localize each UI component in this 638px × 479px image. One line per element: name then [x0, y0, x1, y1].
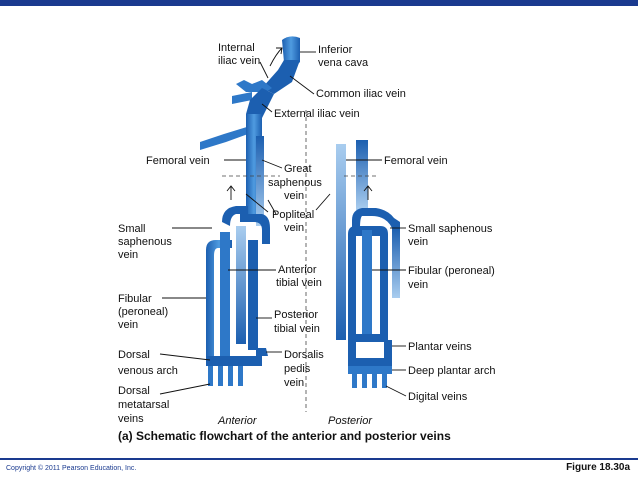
posterior-tibial-loop: [348, 226, 388, 342]
label-fibular-left-1: Fibular: [118, 293, 152, 305]
label-great-saph-3: vein: [284, 190, 304, 202]
label-femoral-right: Femoral vein: [384, 155, 448, 167]
label-dorsal-venous-2: venous arch: [118, 365, 178, 377]
label-inferior-vc-2: vena cava: [318, 57, 369, 69]
label-dorsal-metatarsal-3: veins: [118, 413, 144, 425]
flow-arrow-posterior: [363, 185, 373, 200]
anterior-veins: [200, 36, 300, 386]
label-posterior: Posterior: [328, 415, 373, 427]
anterior-digit-1: [208, 366, 213, 386]
anterior-tibial-shape: [236, 226, 246, 344]
top-accent-bar: [0, 0, 638, 6]
plantar-veins-shape: [348, 340, 392, 366]
label-dorsal-metatarsal-1: Dorsal: [118, 385, 150, 397]
label-small-saph-right-2: vein: [408, 236, 428, 248]
label-great-saph-2: saphenous: [268, 177, 322, 189]
dorsal-venous-arch-shape: [206, 356, 262, 366]
label-common-iliac: Common iliac vein: [316, 88, 406, 100]
label-inferior-vc-1: Inferior: [318, 44, 353, 56]
label-great-saph-1: Great: [284, 163, 312, 175]
label-dorsalis-pedis-1: Dorsalis: [284, 349, 324, 361]
copyright-notice: Copyright © 2011 Pearson Education, Inc.: [6, 465, 137, 472]
label-femoral-left: Femoral vein: [146, 155, 210, 167]
small-saphenous-posterior-shape: [364, 208, 400, 230]
anterior-digit-4: [238, 366, 243, 386]
femoral-vein-posterior-shape: [356, 140, 368, 210]
fibular-anterior-shape: [220, 232, 230, 360]
bottom-accent-bar: [0, 458, 638, 460]
label-posterior-tibial-1: Posterior: [274, 309, 318, 321]
label-dorsalis-pedis-2: pedis: [284, 363, 311, 375]
posterior-tibial-shape: [248, 240, 258, 350]
great-saphenous-shape: [256, 136, 264, 226]
label-anterior-tibial-2: tibial vein: [276, 277, 322, 289]
figure-caption: (a) Schematic flowchart of the anterior …: [118, 429, 451, 443]
label-small-saph-right-1: Small saphenous: [408, 223, 493, 235]
deep-plantar-arch-shape: [348, 366, 392, 374]
label-dorsal-venous-1: Dorsal: [118, 349, 150, 361]
anterior-digit-3: [228, 366, 233, 386]
leader-lines: [159, 51, 407, 397]
label-internal-iliac-2: iliac vein: [218, 55, 260, 67]
label-posterior-tibial-2: tibial vein: [274, 323, 320, 335]
label-internal-iliac-1: Internal: [218, 42, 255, 54]
common-iliac-shape: [262, 60, 300, 94]
label-popliteal-2: vein: [284, 222, 304, 234]
great-saphenous-posterior-shape: [336, 144, 346, 340]
label-deep-plantar-arch: Deep plantar arch: [408, 365, 495, 377]
flow-arrow-anterior-left: [226, 185, 236, 200]
label-external-iliac: External iliac vein: [274, 108, 360, 120]
posterior-digit-2: [362, 374, 367, 388]
label-small-saph-left-1: Small: [118, 223, 146, 235]
label-small-saph-left-3: vein: [118, 249, 138, 261]
label-fibular-left-3: vein: [118, 319, 138, 331]
label-fibular-left-2: (peroneal): [118, 306, 168, 318]
external-iliac-shape: [246, 88, 274, 120]
circumflex-branch: [200, 118, 250, 150]
label-dorsalis-pedis-3: vein: [284, 377, 304, 389]
label-fibular-right-1: Fibular (peroneal): [408, 265, 495, 277]
label-anterior: Anterior: [217, 415, 258, 427]
anterior-digit-2: [218, 366, 223, 386]
posterior-digit-1: [352, 374, 357, 388]
label-anterior-tibial-1: Anterior: [278, 264, 317, 276]
label-plantar-veins: Plantar veins: [408, 341, 472, 353]
label-small-saph-left-2: saphenous: [118, 236, 172, 248]
posterior-digit-4: [382, 374, 387, 388]
label-popliteal-1: Popliteal: [272, 209, 314, 221]
label-digital-veins: Digital veins: [408, 391, 468, 403]
posterior-veins: [336, 140, 400, 388]
posterior-light-branch: [392, 228, 400, 298]
popliteal-left-branch: [222, 206, 248, 226]
label-dorsal-metatarsal-2: metatarsal: [118, 399, 169, 411]
internal-iliac-shape: [236, 80, 272, 92]
flow-arrow-ivc: [269, 47, 283, 67]
posterior-digit-3: [372, 374, 377, 388]
label-fibular-right-2: vein: [408, 279, 428, 291]
internal-iliac-branch: [232, 92, 252, 104]
small-saphenous-loop: [206, 240, 232, 356]
fibular-posterior-shape: [362, 230, 372, 334]
figure-reference: Figure 18.30a: [566, 462, 630, 473]
dorsalis-pedis-shape: [256, 348, 268, 356]
popliteal-right-branch: [240, 214, 270, 244]
